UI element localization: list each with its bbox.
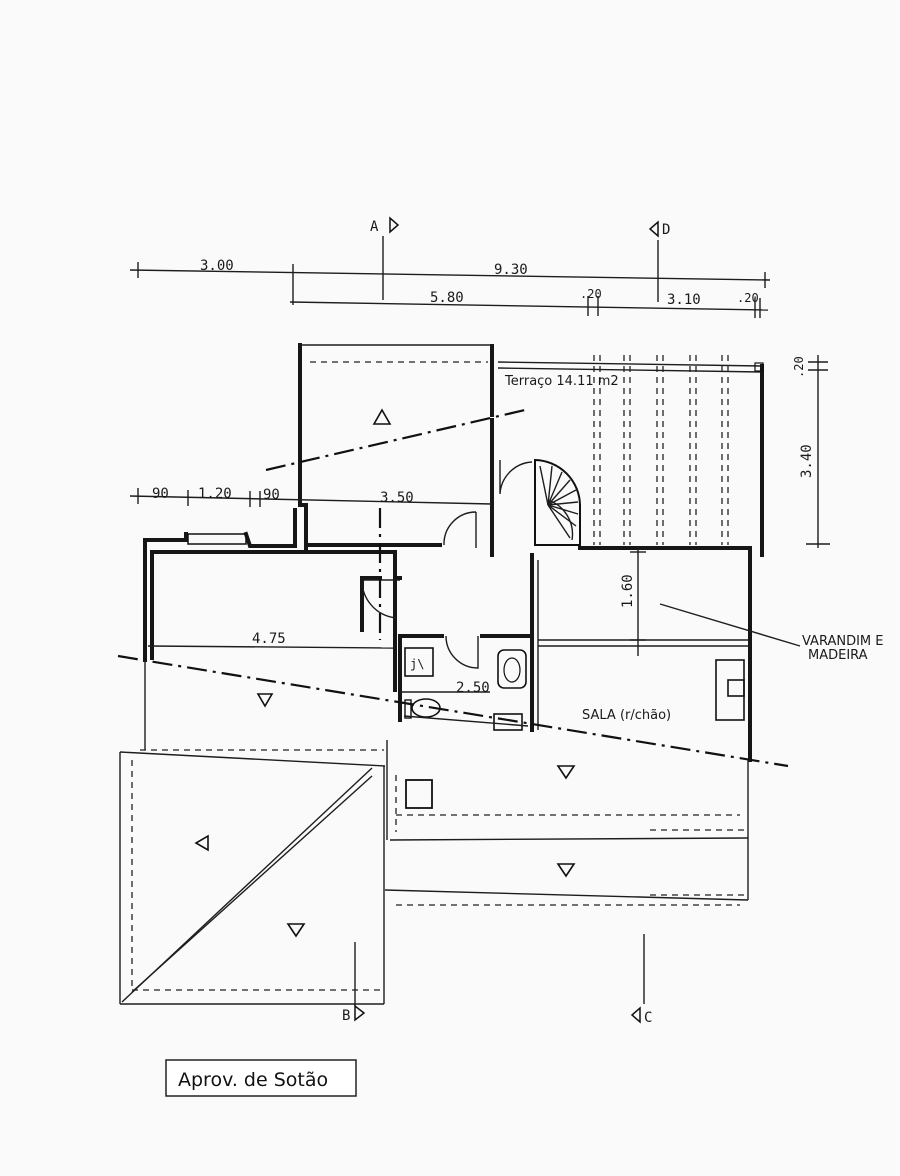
dim-left-120: 1.20: [198, 486, 232, 502]
upper-room: [298, 343, 494, 557]
slope-arrow: [556, 863, 576, 878]
right-dimension-lines: [806, 355, 830, 548]
dim-top-total: 9.30: [494, 262, 528, 278]
sala-label: SALA (r/chão): [582, 708, 671, 723]
dim-top-left: 3.00: [200, 258, 234, 274]
section-marker-a: A: [370, 216, 400, 235]
dim-left-90b: 90: [263, 487, 280, 503]
svg-text:C: C: [644, 1010, 652, 1026]
section-marker-b: B: [342, 1004, 366, 1024]
slope-arrow: [286, 923, 306, 938]
varandim-label-line2: MADEIRA: [808, 648, 868, 663]
dim-top-right: 3.10: [667, 292, 701, 308]
terrace-label: Terraço 14.11 m2: [504, 374, 619, 389]
section-marker-d: D: [648, 220, 670, 238]
roof-line-main: [117, 654, 789, 768]
door-swing-stair: [499, 460, 533, 495]
dim-bath-250: 2.50: [456, 680, 490, 696]
varandim-label-line1: VARANDIM E: [802, 634, 884, 649]
svg-text:D: D: [662, 222, 670, 238]
lower-roof: [119, 660, 749, 1005]
plan-title: Aprov. de Sotão: [178, 1069, 328, 1091]
dim-mid-350: 3.50: [380, 490, 414, 506]
svg-text:j\: j\: [410, 657, 424, 671]
slope-arrow: [556, 765, 576, 780]
dim-left-90a: 90: [152, 486, 169, 502]
dim-top-sep2: .20: [737, 291, 759, 305]
title-box: [165, 1059, 357, 1097]
dim-room-475: 4.75: [252, 631, 286, 647]
spiral-stair: [534, 458, 581, 546]
terrace: [497, 355, 764, 557]
dim-right-top: .20: [792, 356, 806, 378]
main-walls: j\: [143, 508, 801, 762]
svg-text:A: A: [370, 219, 379, 235]
left-dimension-lines: [129, 488, 493, 507]
dim-top-mid: 5.80: [430, 290, 464, 306]
dim-top-sep1: .20: [580, 287, 602, 301]
slope-arrow: [256, 693, 274, 708]
top-dimension-lines: [129, 236, 771, 318]
roof-line-upper: [265, 408, 526, 472]
dim-right-main: 3.40: [799, 444, 815, 478]
slope-arrow: [194, 834, 209, 852]
section-marker-c: C: [630, 1006, 652, 1026]
dim-varandim-160: 1.60: [620, 574, 636, 608]
svg-text:B: B: [342, 1008, 350, 1024]
